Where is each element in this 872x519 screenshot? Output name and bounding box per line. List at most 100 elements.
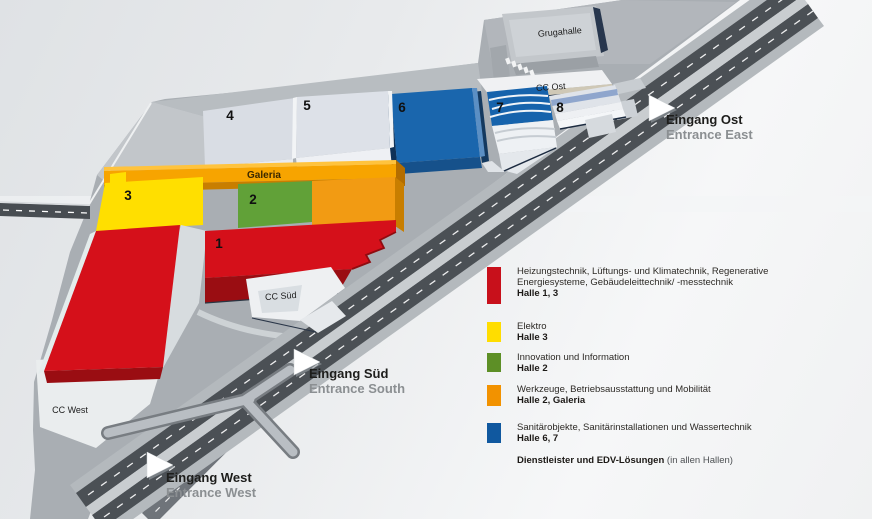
legend-item-werkzeuge: Werkzeuge, Betriebsausstattung und Mobil… bbox=[487, 384, 711, 406]
legend-footnote-normal: (in allen Hallen) bbox=[664, 455, 733, 466]
hall-2-galeria-orange-roof bbox=[312, 177, 395, 227]
cc-ost-label: CC Ost bbox=[536, 81, 567, 93]
hall-8-building bbox=[549, 85, 638, 138]
legend-footnote-bold: Dienstleister und EDV-Lösungen bbox=[517, 455, 665, 466]
legend-halls: Halle 2, Galeria bbox=[517, 395, 586, 406]
hall-4-divider bbox=[292, 97, 297, 159]
highway-carriageway-upper bbox=[76, 0, 797, 507]
grugahalle-stairs bbox=[529, 69, 535, 77]
legend-text: Sanitärobjekte, Sanitärinstallationen un… bbox=[517, 422, 752, 433]
legend-text: Elektro bbox=[517, 321, 547, 332]
legend-text: Innovation und Information bbox=[517, 352, 630, 363]
hall-1-number: 1 bbox=[215, 236, 223, 251]
hall-6-front bbox=[397, 157, 482, 174]
west-road-edge bbox=[0, 201, 91, 206]
highway-carriageway-lower bbox=[92, 4, 818, 519]
entrance-arrows bbox=[146, 94, 677, 480]
hall-3-yellow-roof bbox=[96, 177, 203, 231]
grugahalle-stairs bbox=[511, 60, 517, 68]
hall-2-number: 2 bbox=[249, 192, 257, 207]
entrance-west-label: Eingang West Entrance West bbox=[166, 470, 256, 500]
hall-1-roof bbox=[205, 220, 396, 278]
legend-swatch-orange bbox=[487, 385, 501, 406]
entrance-west-en: Entrance West bbox=[166, 485, 257, 500]
arrow-west-icon bbox=[146, 451, 174, 479]
legend: Heizungstechnik, Lüftungs- und Klimatech… bbox=[487, 0, 872, 519]
grugahalle-label: Grugahalle bbox=[537, 25, 582, 39]
hall-3-number: 3 bbox=[124, 188, 132, 203]
hall-3-red-west-edge bbox=[38, 231, 96, 374]
hall-7-roof-stripe-gray bbox=[496, 135, 557, 142]
grugahalle-stairs bbox=[517, 63, 523, 71]
hall-7-shadow bbox=[503, 147, 557, 172]
cc-ost-annex bbox=[613, 78, 646, 94]
hall-3-red-front bbox=[44, 367, 163, 383]
hall-8-number: 8 bbox=[556, 100, 564, 115]
terrain-north-strip bbox=[152, 63, 482, 118]
entrance-sued-en: Entrance South bbox=[309, 381, 406, 396]
hall-2-galeria-orange-side bbox=[395, 177, 404, 232]
legend-swatch-blue bbox=[487, 423, 501, 443]
legend-text: Heizungstechnik, Lüftungs- und Klimatech… bbox=[517, 266, 769, 277]
legend-footnote: Dienstleister und EDV-Lösungen (in allen… bbox=[517, 455, 733, 466]
legend-text: Werkzeuge, Betriebsausstattung und Mobil… bbox=[517, 384, 711, 395]
hall-5-roof bbox=[296, 91, 390, 158]
legend-item-innovation: Innovation und Information Halle 2 bbox=[487, 352, 630, 374]
hall-6-roof bbox=[391, 88, 480, 163]
legend-text: Energiesysteme, Gebäudeleittechnik/ -mes… bbox=[517, 277, 733, 288]
grugahalle-roof-inner bbox=[509, 13, 596, 57]
grugahalle-front bbox=[512, 56, 599, 75]
west-interchange bbox=[101, 363, 300, 459]
hall-7-roof-stripe-gray bbox=[494, 127, 556, 134]
cc-west-label: CC West bbox=[52, 405, 88, 415]
legend-halls: Halle 6, 7 bbox=[517, 433, 559, 444]
grugahalle-stairs bbox=[505, 57, 511, 65]
legend-halls: Halle 1, 3 bbox=[517, 288, 559, 299]
hall-7-roof-stripe bbox=[489, 109, 552, 118]
legend-item-elektro: Elektro Halle 3 bbox=[487, 321, 548, 343]
hall-3-red-roof bbox=[44, 225, 180, 371]
hall-8-annex-front bbox=[585, 114, 616, 138]
grugahalle-annex bbox=[490, 45, 510, 81]
west-road-dashes bbox=[2, 209, 88, 214]
grugahalle-building bbox=[490, 6, 608, 81]
highway-dashes-upper bbox=[80, 0, 783, 501]
ramp-surface bbox=[103, 365, 298, 457]
legend-item-sanitaer: Sanitärobjekte, Sanitärinstallationen un… bbox=[487, 422, 752, 444]
cc-sued-annex bbox=[300, 301, 346, 333]
hall-7-corner bbox=[482, 161, 505, 172]
terrain-edge-highlight bbox=[87, 102, 152, 207]
cc-sued-label: CC Süd bbox=[265, 290, 297, 302]
hall-3-red-building bbox=[38, 225, 180, 383]
cc-sued-shadow bbox=[251, 317, 317, 333]
hall-7-roof-stripe bbox=[491, 101, 551, 110]
hall-4-number: 4 bbox=[226, 108, 234, 123]
hall-2-roof bbox=[238, 181, 312, 228]
arrow-ost-icon bbox=[648, 94, 676, 122]
hall-6-number: 6 bbox=[398, 100, 406, 115]
hall-1-sawtooth bbox=[351, 231, 397, 270]
legend-halls: Halle 3 bbox=[517, 332, 548, 343]
entrance-ost-en: Entrance East bbox=[666, 127, 753, 142]
cc-ost-roof bbox=[477, 70, 612, 95]
galeria-endcap bbox=[396, 160, 405, 186]
hall-7-roof-stripe bbox=[488, 94, 549, 101]
hall-5-edge bbox=[388, 91, 394, 148]
galeria-top-edge bbox=[104, 160, 396, 171]
highway-dashes-lower bbox=[100, 10, 814, 519]
legend-swatch-green bbox=[487, 353, 501, 372]
hall-3-yellow-tab bbox=[110, 172, 126, 185]
entrance-ost-de: Eingang Ost bbox=[666, 112, 743, 127]
grugahalle-edge bbox=[593, 7, 608, 53]
cc-sued-building bbox=[246, 267, 346, 333]
arrow-sued-icon bbox=[293, 348, 321, 376]
highway-shoulder-lower bbox=[116, 18, 824, 519]
hall-5-number: 5 bbox=[303, 98, 311, 113]
entrance-ost-label: Eingang Ost Entrance East bbox=[666, 112, 753, 142]
hall-6-edge bbox=[472, 88, 485, 157]
hall-8-stripe bbox=[551, 89, 618, 106]
galeria-label: Galeria bbox=[247, 170, 281, 181]
hall-7-number: 7 bbox=[496, 100, 504, 115]
